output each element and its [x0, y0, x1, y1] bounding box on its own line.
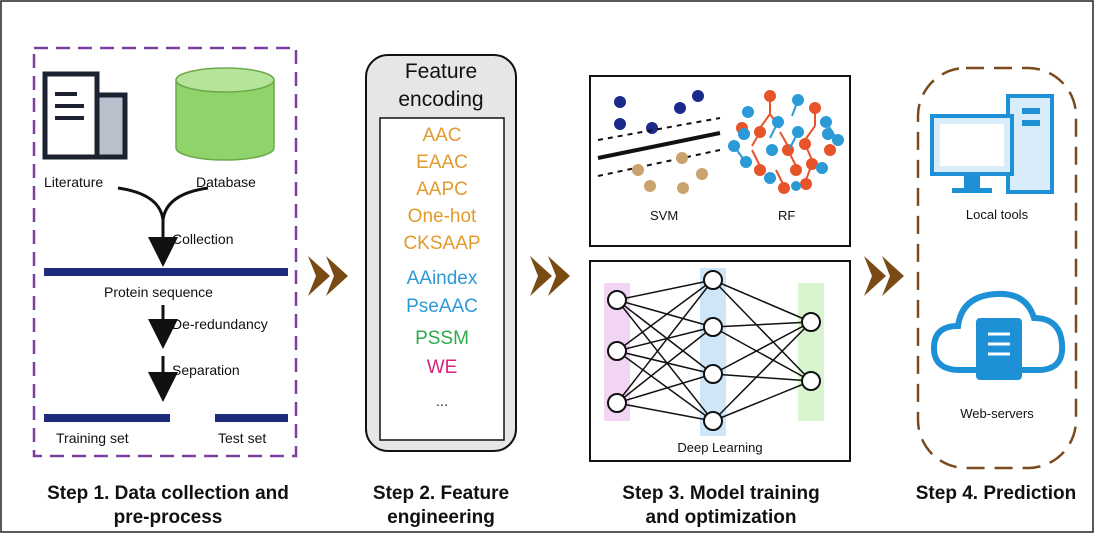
- feature-item: AAindex: [406, 268, 478, 289]
- random-forest-icon: [728, 90, 844, 194]
- neural-network-edges: [616, 279, 812, 422]
- local-tools-label: Local tools: [965, 207, 1029, 222]
- step-arrow-2: [530, 256, 570, 296]
- feature-item: AAPC: [416, 179, 468, 200]
- output-layer-highlight: [798, 283, 824, 421]
- feature-item: ...: [435, 393, 449, 410]
- step2-caption-line1: Step 2. Feature: [372, 483, 510, 504]
- step4-caption: Step 4. Prediction: [915, 483, 1077, 504]
- feature-item: PseAAC: [406, 296, 478, 317]
- feature-encoding-title-line1: Feature: [404, 60, 478, 83]
- cloud-server-icon: [930, 290, 1066, 380]
- deep-learning-label: Deep Learning: [677, 440, 763, 455]
- svm-plot: [597, 90, 721, 194]
- feature-item: One-hot: [407, 206, 477, 227]
- step3-caption-line1: Step 3. Model training: [622, 483, 820, 504]
- test-set-label: Test set: [218, 430, 267, 446]
- step-arrow-1: [308, 256, 348, 296]
- step1-dashed-box: [32, 46, 298, 458]
- step-arrow-3: [864, 256, 904, 296]
- step3-caption-line2: and optimization: [645, 507, 797, 528]
- collection-merge-curves: [117, 186, 209, 221]
- step1-caption-line2: pre-process: [113, 507, 223, 528]
- test-set-bar: [215, 414, 288, 422]
- computer-icon: [930, 94, 1054, 194]
- literature-icon: [42, 71, 128, 160]
- feature-item: WE: [426, 357, 458, 378]
- step4-dashed-box: [916, 66, 1078, 470]
- rf-label: RF: [778, 208, 796, 223]
- feature-item: AAC: [422, 125, 462, 146]
- feature-encoding-title-line2: encoding: [398, 88, 484, 111]
- feature-item: PSSM: [415, 328, 469, 349]
- database-label: Database: [196, 174, 256, 190]
- training-set-bar: [44, 414, 170, 422]
- protein-sequence-label: Protein sequence: [104, 284, 213, 300]
- neural-network-nodes: [607, 270, 821, 431]
- literature-label: Literature: [44, 174, 104, 190]
- hidden-layer-highlight: [700, 268, 726, 436]
- web-servers-label: Web-servers: [960, 406, 1034, 421]
- database-icon: [175, 67, 275, 161]
- de-redundancy-label: De-redundancy: [172, 316, 268, 332]
- feature-list-box: [379, 117, 505, 441]
- svm-label: SVM: [650, 208, 679, 223]
- training-set-label: Training set: [56, 430, 129, 446]
- collection-label: Collection: [172, 231, 234, 247]
- separation-label: Separation: [172, 362, 240, 378]
- feature-item: CKSAAP: [403, 233, 481, 254]
- step1-caption-line1: Step 1. Data collection and: [47, 483, 289, 504]
- ml-models-panel: [589, 75, 851, 247]
- protein-sequence-bar: [44, 268, 288, 276]
- feature-item: EAAC: [416, 152, 468, 173]
- step2-caption-line2: engineering: [387, 507, 495, 528]
